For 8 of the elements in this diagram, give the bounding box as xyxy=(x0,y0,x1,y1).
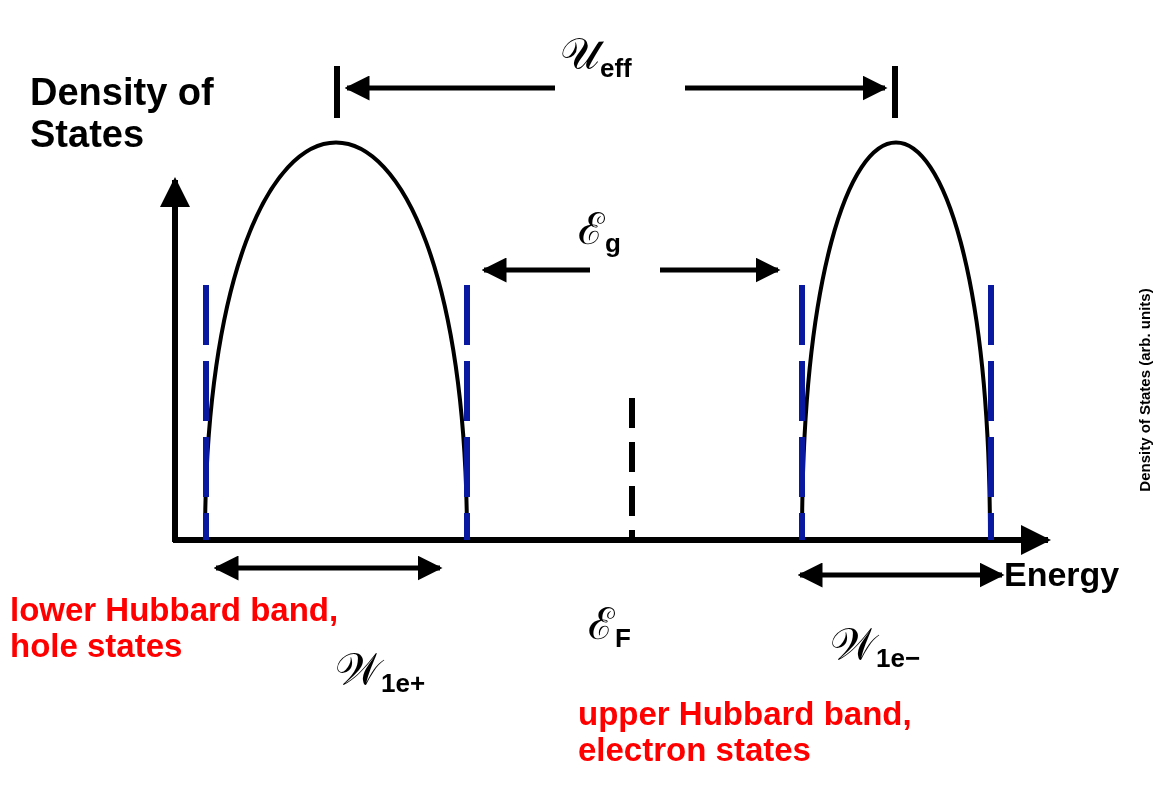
symbol-label: 𝒲$_{1e−}$ xyxy=(830,620,921,673)
axis-label: Energy xyxy=(1004,556,1120,594)
symbol-label: ℰ$_{g}$ xyxy=(578,205,621,258)
axis-title: Density of States xyxy=(30,72,215,156)
symbol-label: 𝒰$_{eff}$ xyxy=(560,30,632,83)
axis-title: Density of States (arb. units) xyxy=(1136,288,1154,492)
symbol-label: ℰ$_{F}$ xyxy=(588,600,631,653)
band-label: upper Hubbard band, electron states xyxy=(578,696,913,769)
